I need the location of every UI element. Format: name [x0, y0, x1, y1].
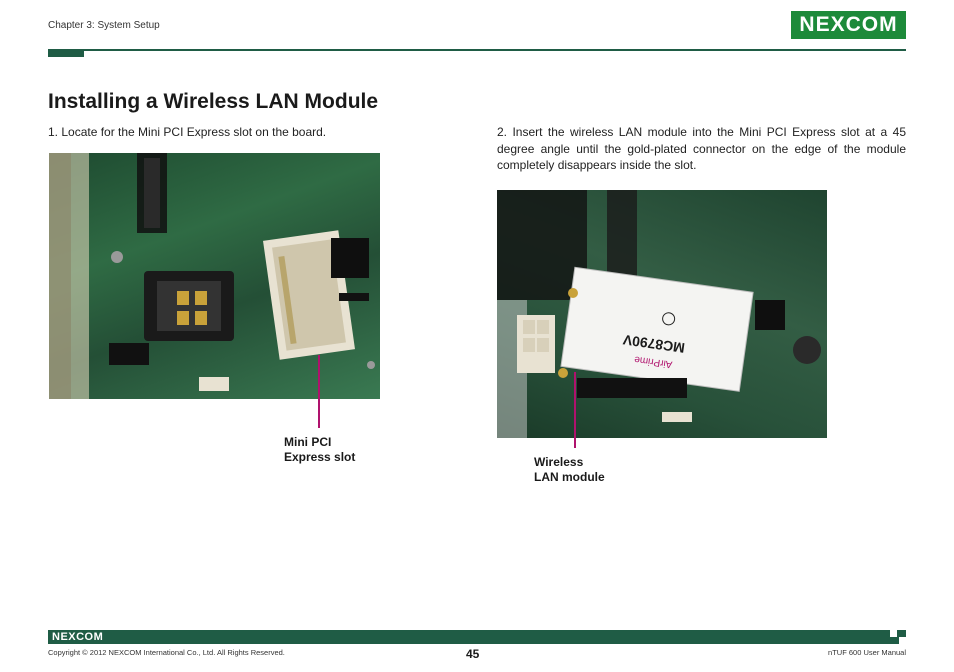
- page-number: 45: [466, 647, 480, 661]
- chapter-label: Chapter 3: System Setup: [48, 20, 160, 31]
- callout-line2: LAN module: [534, 470, 605, 484]
- step-1-text: 1. Locate for the Mini PCI Express slot …: [48, 125, 327, 139]
- callout-label-mini-pci: Mini PCI Express slot: [284, 435, 355, 465]
- footer-squares-icon: [890, 630, 906, 649]
- board-photo-wlan-module: MC8790V AirPrime: [497, 190, 827, 438]
- callout-line1: Wireless: [534, 455, 584, 469]
- copyright-text: Copyright © 2012 NEXCOM International Co…: [48, 648, 285, 657]
- page-title: Installing a Wireless LAN Module: [48, 90, 379, 113]
- module-illustration: MC8790V AirPrime: [497, 190, 821, 438]
- header-tab: [48, 49, 84, 57]
- callout-label-wlan: Wireless LAN module: [534, 455, 605, 485]
- footer-logo: NEXCOM: [52, 631, 104, 643]
- footer-bar: [48, 630, 906, 644]
- board-illustration: [49, 153, 375, 399]
- callout-line2: Express slot: [284, 450, 356, 464]
- callout-line1: Mini PCI: [284, 435, 332, 449]
- manual-title: nTUF 600 User Manual: [828, 648, 906, 657]
- header-divider: [48, 49, 906, 51]
- callout-line-mini-pci: [318, 355, 320, 428]
- module-brand-text: AirPrime: [633, 353, 673, 369]
- board-photo-mini-pci-slot: [49, 153, 380, 399]
- step-2-text: 2. Insert the wireless LAN module into t…: [497, 125, 906, 172]
- nexcom-logo: NEXCOM: [791, 11, 906, 39]
- callout-line-wlan: [574, 372, 576, 448]
